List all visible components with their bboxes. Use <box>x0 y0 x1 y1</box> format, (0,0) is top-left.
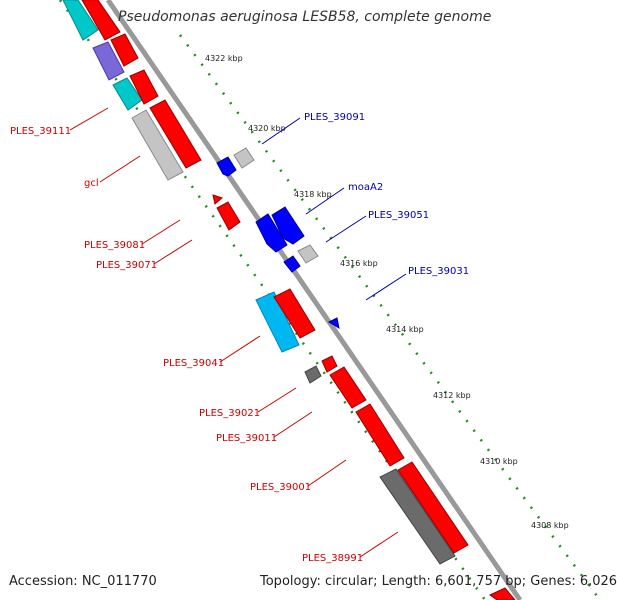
gene-feature[interactable] <box>355 403 405 467</box>
gene-label-left[interactable]: PLES_39081 <box>84 240 145 251</box>
tick-track-outer <box>178 34 602 600</box>
label-connectors-left <box>69 107 399 558</box>
gene-feature[interactable] <box>283 255 301 273</box>
gene-feature[interactable] <box>327 317 340 330</box>
gene-features-forward <box>62 0 516 600</box>
gene-feature[interactable] <box>273 288 316 339</box>
gene-feature[interactable] <box>489 587 516 600</box>
gene-label-right[interactable]: PLES_39091 <box>304 112 365 123</box>
gene-label-left[interactable]: PLES_39001 <box>250 482 311 493</box>
gene-feature[interactable] <box>233 147 255 169</box>
gene-feature[interactable] <box>271 206 305 245</box>
kbp-tick-label: 4312 kbp <box>433 391 471 400</box>
kbp-tick-label: 4316 kbp <box>340 259 378 268</box>
gene-feature[interactable] <box>129 69 159 105</box>
gene-feature[interactable] <box>92 41 125 81</box>
gene-feature[interactable] <box>131 109 184 181</box>
gene-label-left[interactable]: PLES_39071 <box>96 260 157 271</box>
gene-feature[interactable] <box>329 366 367 409</box>
gene-feature[interactable] <box>379 468 456 565</box>
gene-features-reverse <box>216 147 340 330</box>
kbp-tick-label: 4314 kbp <box>386 325 424 334</box>
backbone-line <box>105 0 523 600</box>
gene-label-left[interactable]: PLES_39011 <box>216 433 277 444</box>
gene-feature[interactable] <box>216 201 241 231</box>
kbp-tick-label: 4320 kbp <box>248 124 286 133</box>
genome-map-viewer: 4322 kbp 4320 kbp 4318 kbp 4316 kbp 4314… <box>9 0 617 600</box>
gene-label-right[interactable]: moaA2 <box>348 182 383 193</box>
gene-feature[interactable] <box>110 33 139 67</box>
genome-map: 4322 kbp 4320 kbp 4318 kbp 4316 kbp 4314… <box>10 0 602 600</box>
kbp-tick-label: 4322 kbp <box>205 54 243 63</box>
gene-feature[interactable] <box>321 355 338 373</box>
gene-feature[interactable] <box>62 0 99 41</box>
kbp-tick-label: 4310 kbp <box>480 457 518 466</box>
gene-feature[interactable] <box>81 0 121 41</box>
gene-feature[interactable] <box>149 99 202 169</box>
map-title: Pseudomonas aeruginosa LESB58, complete … <box>118 9 492 25</box>
gene-label-left[interactable]: PLES_39041 <box>163 358 224 369</box>
genome-summary-text: Topology: circular; Length: 6,601,757 bp… <box>260 574 617 589</box>
gene-feature[interactable] <box>297 244 319 264</box>
kbp-tick-label: 4318 kbp <box>294 190 332 199</box>
accession-text: Accession: NC_011770 <box>9 574 157 589</box>
gene-feature[interactable] <box>216 156 237 177</box>
gene-feature[interactable] <box>304 365 322 384</box>
gene-feature[interactable] <box>397 461 469 554</box>
gene-label-left[interactable]: gcl <box>84 178 99 189</box>
gene-feature[interactable] <box>255 213 288 253</box>
gene-label-left[interactable]: PLES_39021 <box>199 408 260 419</box>
gene-feature[interactable] <box>255 291 300 353</box>
gene-label-right[interactable]: PLES_39051 <box>368 210 429 221</box>
gene-feature[interactable] <box>212 194 223 205</box>
gene-label-left[interactable]: PLES_39111 <box>10 126 71 137</box>
kbp-tick-label: 4308 kbp <box>531 521 569 530</box>
gene-label-left[interactable]: PLES_38991 <box>302 553 363 564</box>
label-connectors-right <box>261 117 407 301</box>
gene-label-right[interactable]: PLES_39031 <box>408 266 469 277</box>
